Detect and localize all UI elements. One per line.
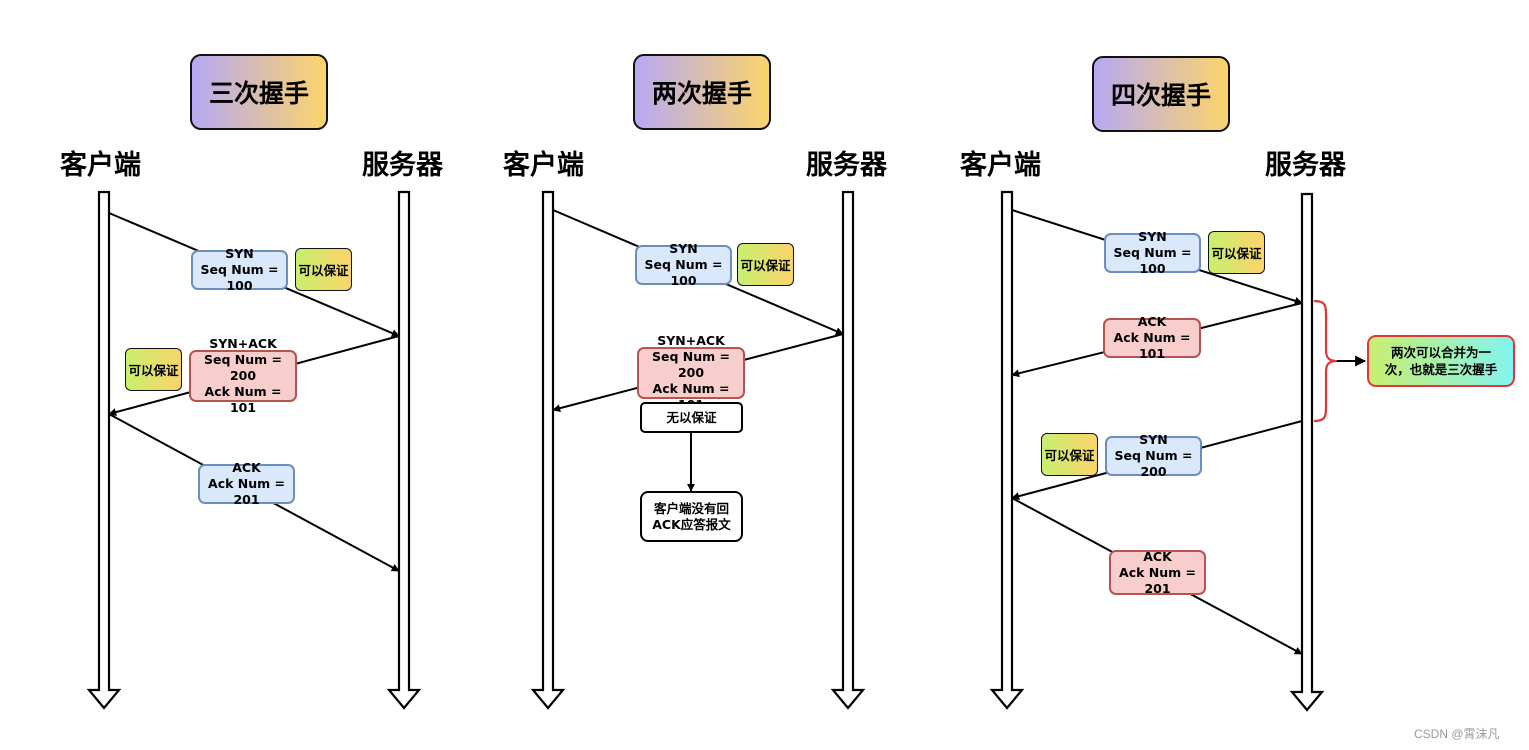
p3-merge-line1: 两次可以合并为一 bbox=[1390, 345, 1491, 360]
p3-tag-1: 可以保证 bbox=[1208, 231, 1265, 274]
p2-no-guarantee-text: 无以保证 bbox=[666, 409, 717, 425]
p3-ack2-line2: Ack Num = 201 bbox=[1119, 564, 1196, 596]
p3-syn-line2: Seq Num = 100 bbox=[1113, 245, 1192, 276]
p2-synack-box: SYN+ACK Seq Num = 200 Ack Num = 101 bbox=[637, 333, 745, 412]
merge-brace bbox=[1313, 299, 1338, 423]
p2-syn-line1: SYN bbox=[669, 241, 698, 256]
p3-syn2-box: SYN Seq Num = 200 bbox=[1105, 432, 1202, 479]
p2-result-line1: 客户端没有回 bbox=[653, 500, 729, 516]
p3-syn-box: SYN Seq Num = 100 bbox=[1104, 229, 1201, 276]
panel1-title: 三次握手 bbox=[190, 54, 328, 130]
p3-merge-note: 两次可以合并为一 次，也就是三次握手 bbox=[1367, 335, 1515, 387]
watermark: CSDN @霄沫凡 bbox=[1414, 727, 1500, 741]
panel1-client-label: 客户端 bbox=[60, 150, 141, 181]
panel2-server-timeline bbox=[830, 190, 866, 710]
p1-synack-line3: Ack Num = 101 bbox=[204, 384, 282, 415]
panel1-server-timeline bbox=[386, 190, 422, 710]
p2-result-line2: ACK应答报文 bbox=[652, 516, 731, 532]
p2-syn-box: SYN Seq Num = 100 bbox=[635, 241, 732, 288]
panel2-title: 两次握手 bbox=[633, 54, 771, 130]
panel3-client-timeline bbox=[989, 190, 1025, 710]
p1-synack-line2: Seq Num = 200 bbox=[204, 352, 282, 383]
p1-synack-line1: SYN+ACK bbox=[209, 336, 277, 351]
panel3-server-timeline bbox=[1289, 192, 1325, 712]
p3-syn2-line2: Seq Num = 200 bbox=[1114, 448, 1193, 479]
p3-syn2-line1: SYN bbox=[1139, 432, 1168, 447]
p1-synack-box: SYN+ACK Seq Num = 200 Ack Num = 101 bbox=[189, 336, 297, 415]
p1-ack-line2: Ack Num = 201 bbox=[208, 476, 285, 507]
p3-tag-2: 可以保证 bbox=[1041, 433, 1098, 476]
panel3-client-label: 客户端 bbox=[960, 150, 1041, 181]
p3-ack2-box: ACK Ack Num = 201 bbox=[1109, 548, 1206, 596]
p2-synack-line1: SYN+ACK bbox=[657, 333, 725, 348]
panel2-server-label: 服务器 bbox=[806, 150, 887, 181]
panel1-client-timeline bbox=[86, 190, 122, 710]
p3-ack-box: ACK Ack Num = 101 bbox=[1103, 314, 1201, 361]
p2-tag-1: 可以保证 bbox=[737, 243, 794, 286]
p1-ack-box: ACK Ack Num = 201 bbox=[198, 460, 295, 507]
panel3-title: 四次握手 bbox=[1092, 56, 1230, 132]
p1-syn-line2: Seq Num = 100 bbox=[200, 262, 279, 293]
p1-tag-1: 可以保证 bbox=[295, 248, 352, 291]
panel2-client-label: 客户端 bbox=[503, 150, 584, 181]
p1-ack-line1: ACK bbox=[232, 460, 261, 475]
p1-syn-box: SYN Seq Num = 100 bbox=[191, 246, 288, 293]
p2-synack-line2: Seq Num = 200 bbox=[652, 349, 730, 380]
p3-merge-line2: 次，也就是三次握手 bbox=[1384, 362, 1498, 377]
p2-syn-line2: Seq Num = 100 bbox=[644, 257, 723, 288]
panel2-client-timeline bbox=[530, 190, 566, 710]
p3-ack-line2: Ack Num = 101 bbox=[1113, 330, 1191, 361]
p3-ack-line1: ACK bbox=[1137, 314, 1167, 329]
p3-syn-line1: SYN bbox=[1138, 229, 1167, 244]
p2-result-box: 客户端没有回 ACK应答报文 bbox=[640, 491, 743, 542]
p1-tag-2: 可以保证 bbox=[125, 348, 182, 391]
p1-syn-line1: SYN bbox=[225, 246, 254, 261]
panel3-server-label: 服务器 bbox=[1265, 150, 1346, 181]
p3-ack2-line1: ACK bbox=[1143, 548, 1172, 564]
p2-no-guarantee-box: 无以保证 bbox=[640, 402, 743, 433]
panel1-server-label: 服务器 bbox=[362, 150, 443, 181]
